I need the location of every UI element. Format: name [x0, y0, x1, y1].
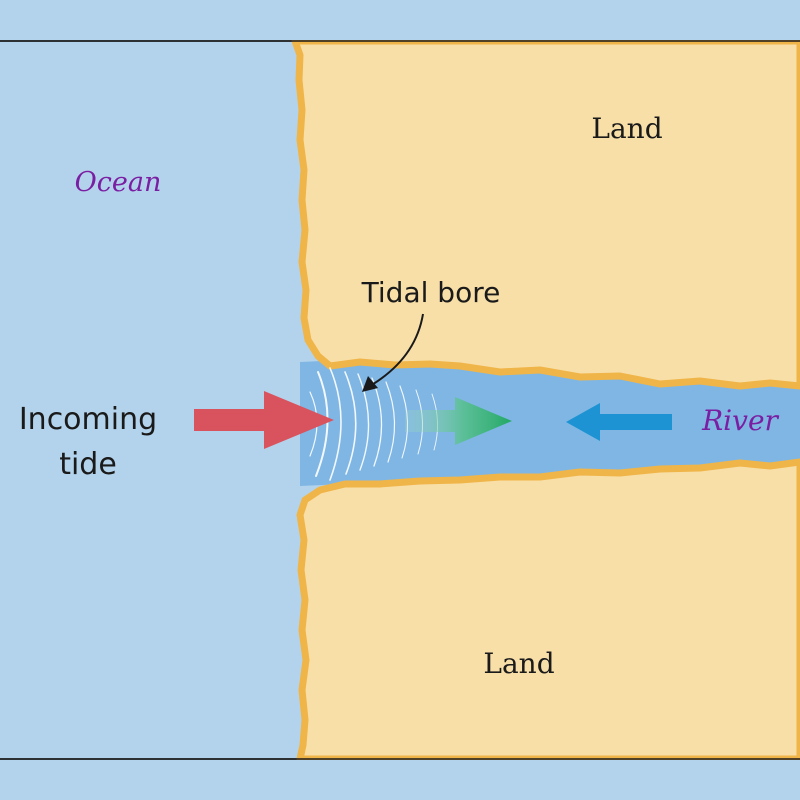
incoming-tide-label-line1: Incoming — [19, 402, 157, 437]
bore-direction-arrow — [405, 397, 512, 445]
tidal-bore-pointer — [369, 313, 424, 387]
land-bottom — [296, 458, 800, 763]
river-channel — [300, 360, 800, 486]
land-top — [291, 37, 800, 390]
tidal-bore-label: Tidal bore — [361, 276, 501, 309]
river-label: River — [701, 404, 779, 437]
incoming-tide-label-line2: tide — [59, 447, 117, 482]
land-bottom-label: Land — [483, 647, 554, 680]
incoming-tide-arrow — [194, 391, 334, 449]
ocean-label: Ocean — [75, 167, 162, 198]
tidal-bore-pointer-head — [362, 376, 378, 392]
river-flow-arrow — [566, 403, 672, 441]
land-top-label: Land — [591, 112, 662, 145]
